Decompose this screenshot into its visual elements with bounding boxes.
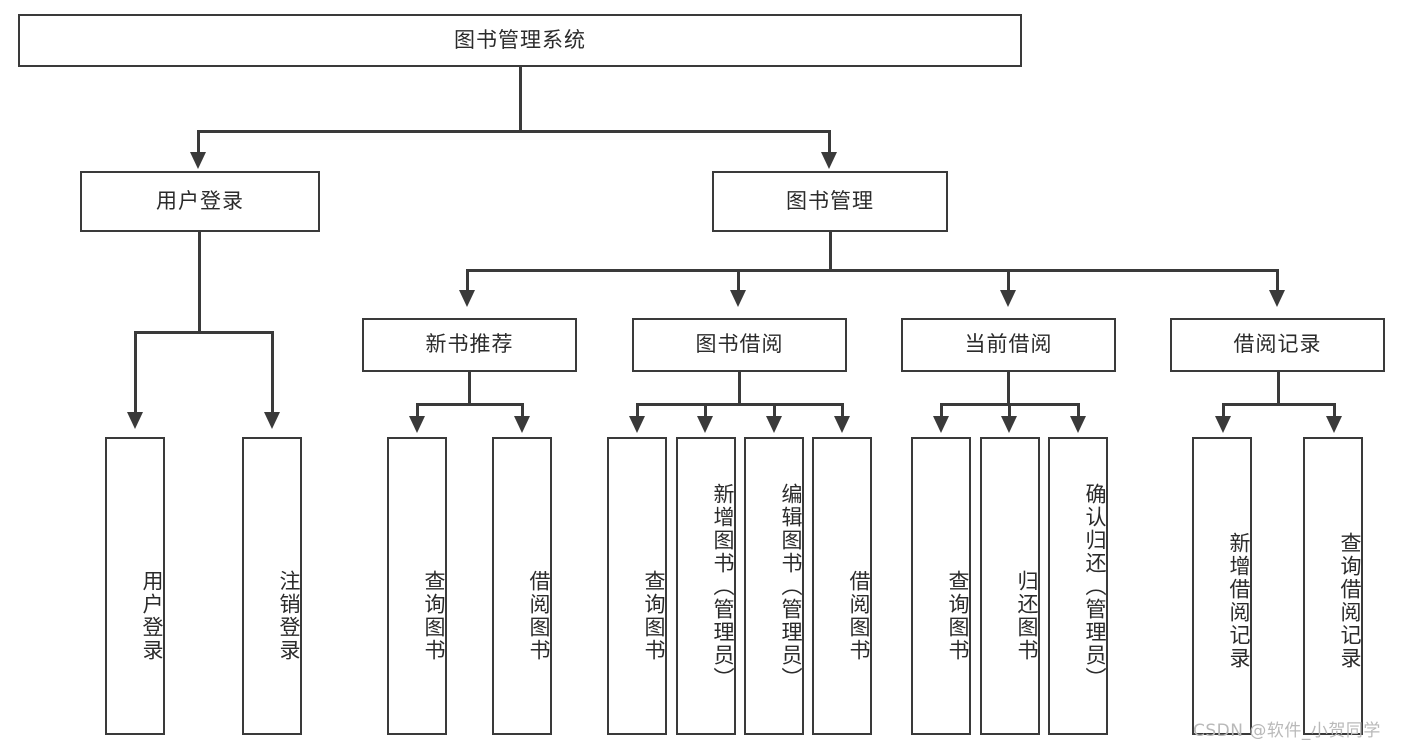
connector-borrow-record-drop-1: [1222, 403, 1225, 419]
connector-to-borrow-record: [1276, 269, 1279, 293]
connector-to-book-manage: [828, 130, 831, 156]
arrowhead-to-new-book: [459, 290, 475, 307]
connector-new-book-stem: [468, 372, 471, 406]
arrowhead-user-login-leaf-2: [264, 412, 280, 429]
connector-user-login-stem: [198, 232, 201, 333]
arrowhead-book-borrow-leaf-3: [766, 416, 782, 433]
node-new-book-recommend[interactable]: 新书推荐: [362, 318, 577, 372]
connector-user-login-drop-2: [271, 331, 274, 415]
arrowhead-borrow-record-leaf-2: [1326, 416, 1342, 433]
connector-book-borrow-drop-1: [636, 403, 639, 419]
node-user-login[interactable]: 用户登录: [80, 171, 320, 232]
node-borrow-record[interactable]: 借阅记录: [1170, 318, 1385, 372]
connector-level3-bus: [466, 269, 1279, 272]
connector-book-borrow-drop-4: [841, 403, 844, 419]
connector-current-borrow-drop-3: [1077, 403, 1080, 419]
leaf-book-borrow-edit[interactable]: 编辑图书（管理员）: [744, 437, 804, 735]
connector-new-book-drop-2: [521, 403, 524, 419]
connector-borrow-record-bus: [1222, 403, 1336, 406]
connector-book-borrow-bus: [636, 403, 844, 406]
arrowhead-to-borrow-record: [1269, 290, 1285, 307]
leaf-book-borrow-add[interactable]: 新增图书（管理员）: [676, 437, 736, 735]
connector-user-login-drop-1: [134, 331, 137, 415]
leaf-book-borrow-query[interactable]: 查询图书: [607, 437, 667, 735]
arrowhead-user-login-leaf-1: [127, 412, 143, 429]
leaf-borrow-record-query[interactable]: 查询借阅记录: [1303, 437, 1363, 735]
arrowhead-book-borrow-leaf-1: [629, 416, 645, 433]
connector-current-borrow-drop-2: [1008, 403, 1011, 419]
leaf-current-borrow-return[interactable]: 归还图书: [980, 437, 1040, 735]
leaf-new-book-query[interactable]: 查询图书: [387, 437, 447, 735]
connector-new-book-drop-1: [416, 403, 419, 419]
node-book-manage[interactable]: 图书管理: [712, 171, 948, 232]
leaf-book-borrow-borrow[interactable]: 借阅图书: [812, 437, 872, 735]
leaf-current-borrow-query[interactable]: 查询图书: [911, 437, 971, 735]
node-current-borrow[interactable]: 当前借阅: [901, 318, 1116, 372]
leaf-borrow-record-add[interactable]: 新增借阅记录: [1192, 437, 1252, 735]
arrowhead-to-user-login: [190, 152, 206, 169]
arrowhead-to-book-manage: [821, 152, 837, 169]
arrowhead-book-borrow-leaf-2: [697, 416, 713, 433]
arrowhead-current-borrow-leaf-3: [1070, 416, 1086, 433]
connector-current-borrow-drop-1: [940, 403, 943, 419]
connector-current-borrow-stem: [1007, 372, 1010, 406]
connector-level2-bus: [197, 130, 831, 133]
csdn-watermark: CSDN @软件_小贺同学: [1193, 721, 1381, 741]
arrowhead-to-book-borrow: [730, 290, 746, 307]
arrowhead-current-borrow-leaf-2: [1001, 416, 1017, 433]
connector-to-user-login: [197, 130, 200, 156]
connector-root-stem: [519, 67, 522, 132]
connector-book-borrow-drop-3: [773, 403, 776, 419]
connector-to-new-book: [466, 269, 469, 293]
arrowhead-borrow-record-leaf-1: [1215, 416, 1231, 433]
connector-book-borrow-stem: [738, 372, 741, 406]
leaf-new-book-borrow[interactable]: 借阅图书: [492, 437, 552, 735]
connector-new-book-bus: [416, 403, 524, 406]
leaf-current-borrow-confirm[interactable]: 确认归还（管理员）: [1048, 437, 1108, 735]
arrowhead-new-book-leaf-2: [514, 416, 530, 433]
node-root-system[interactable]: 图书管理系统: [18, 14, 1022, 67]
connector-to-book-borrow: [737, 269, 740, 293]
connector-borrow-record-stem: [1277, 372, 1280, 406]
arrowhead-to-current-borrow: [1000, 290, 1016, 307]
connector-user-login-bus: [134, 331, 274, 334]
connector-book-borrow-drop-2: [704, 403, 707, 419]
arrowhead-book-borrow-leaf-4: [834, 416, 850, 433]
arrowhead-current-borrow-leaf-1: [933, 416, 949, 433]
connector-book-manage-stem: [829, 232, 832, 272]
connector-to-current-borrow: [1007, 269, 1010, 293]
leaf-user-login-signin[interactable]: 用户登录: [105, 437, 165, 735]
arrowhead-new-book-leaf-1: [409, 416, 425, 433]
leaf-user-login-signout[interactable]: 注销登录: [242, 437, 302, 735]
connector-borrow-record-drop-2: [1333, 403, 1336, 419]
node-book-borrow[interactable]: 图书借阅: [632, 318, 847, 372]
